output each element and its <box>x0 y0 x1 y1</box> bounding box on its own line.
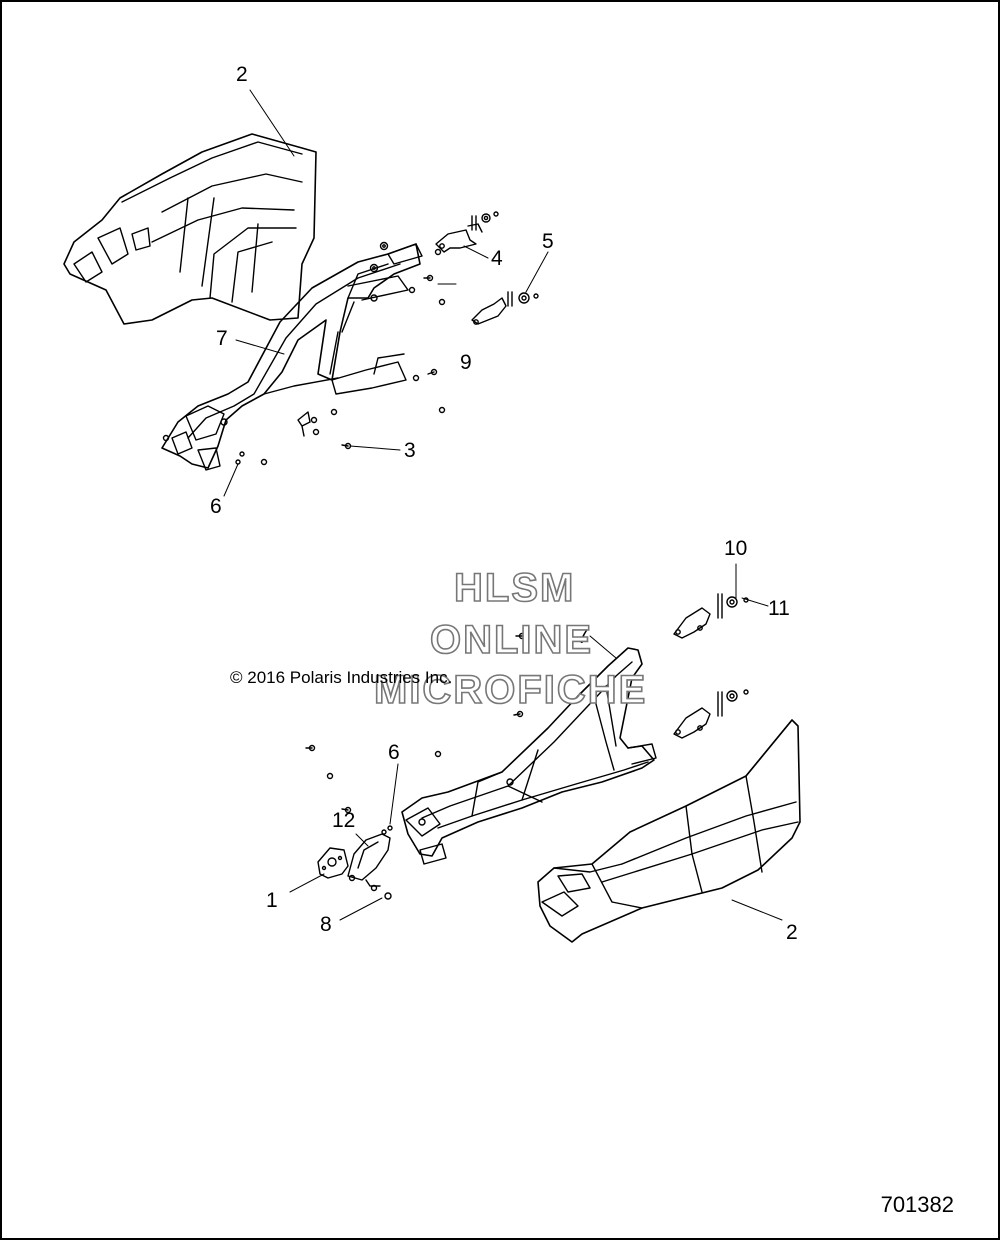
watermark-line-3: MICROFICHE <box>373 667 648 713</box>
hinge-bracket-bottom-lower <box>673 689 749 739</box>
callout-4: 4 <box>491 247 503 270</box>
callout-10: 10 <box>724 537 748 560</box>
leader-lines-top <box>223 89 549 497</box>
fasteners-top <box>162 241 446 466</box>
drawing-number: 701382 <box>880 1192 954 1217</box>
watermark-line-1: HLSM <box>453 565 576 611</box>
door-panel-top <box>63 133 317 325</box>
callout-2-top: 2 <box>236 63 248 86</box>
callout-7-top: 7 <box>216 327 228 350</box>
callout-6-bottom: 6 <box>388 741 400 764</box>
door-frame-top <box>161 243 423 471</box>
callout-3: 3 <box>404 439 416 462</box>
leader-lines-bottom <box>289 563 783 921</box>
hinge-bracket-4 <box>435 211 499 253</box>
hinge-bracket-bottom-upper <box>673 593 749 639</box>
copyright-notice: © 2016 Polaris Industries Inc. <box>230 668 453 687</box>
fasteners-bottom <box>305 632 526 900</box>
callout-11: 11 <box>768 597 790 620</box>
hinge-bracket-5 <box>471 291 539 325</box>
watermark-line-2: ONLINE <box>429 617 594 663</box>
callout-5: 5 <box>542 230 554 253</box>
door-frame-bottom <box>401 647 657 865</box>
callout-9: 9 <box>460 351 472 374</box>
callout-2-bottom: 2 <box>786 921 798 944</box>
latch-plate-1 <box>317 847 349 879</box>
callout-7-bottom: 7 <box>577 625 589 648</box>
callout-6-top: 6 <box>210 495 222 518</box>
callout-12: 12 <box>332 809 356 832</box>
callout-1: 1 <box>266 889 278 912</box>
door-panel-bottom <box>537 719 801 943</box>
callout-8: 8 <box>320 913 332 936</box>
latch-handle-12 <box>347 833 391 887</box>
